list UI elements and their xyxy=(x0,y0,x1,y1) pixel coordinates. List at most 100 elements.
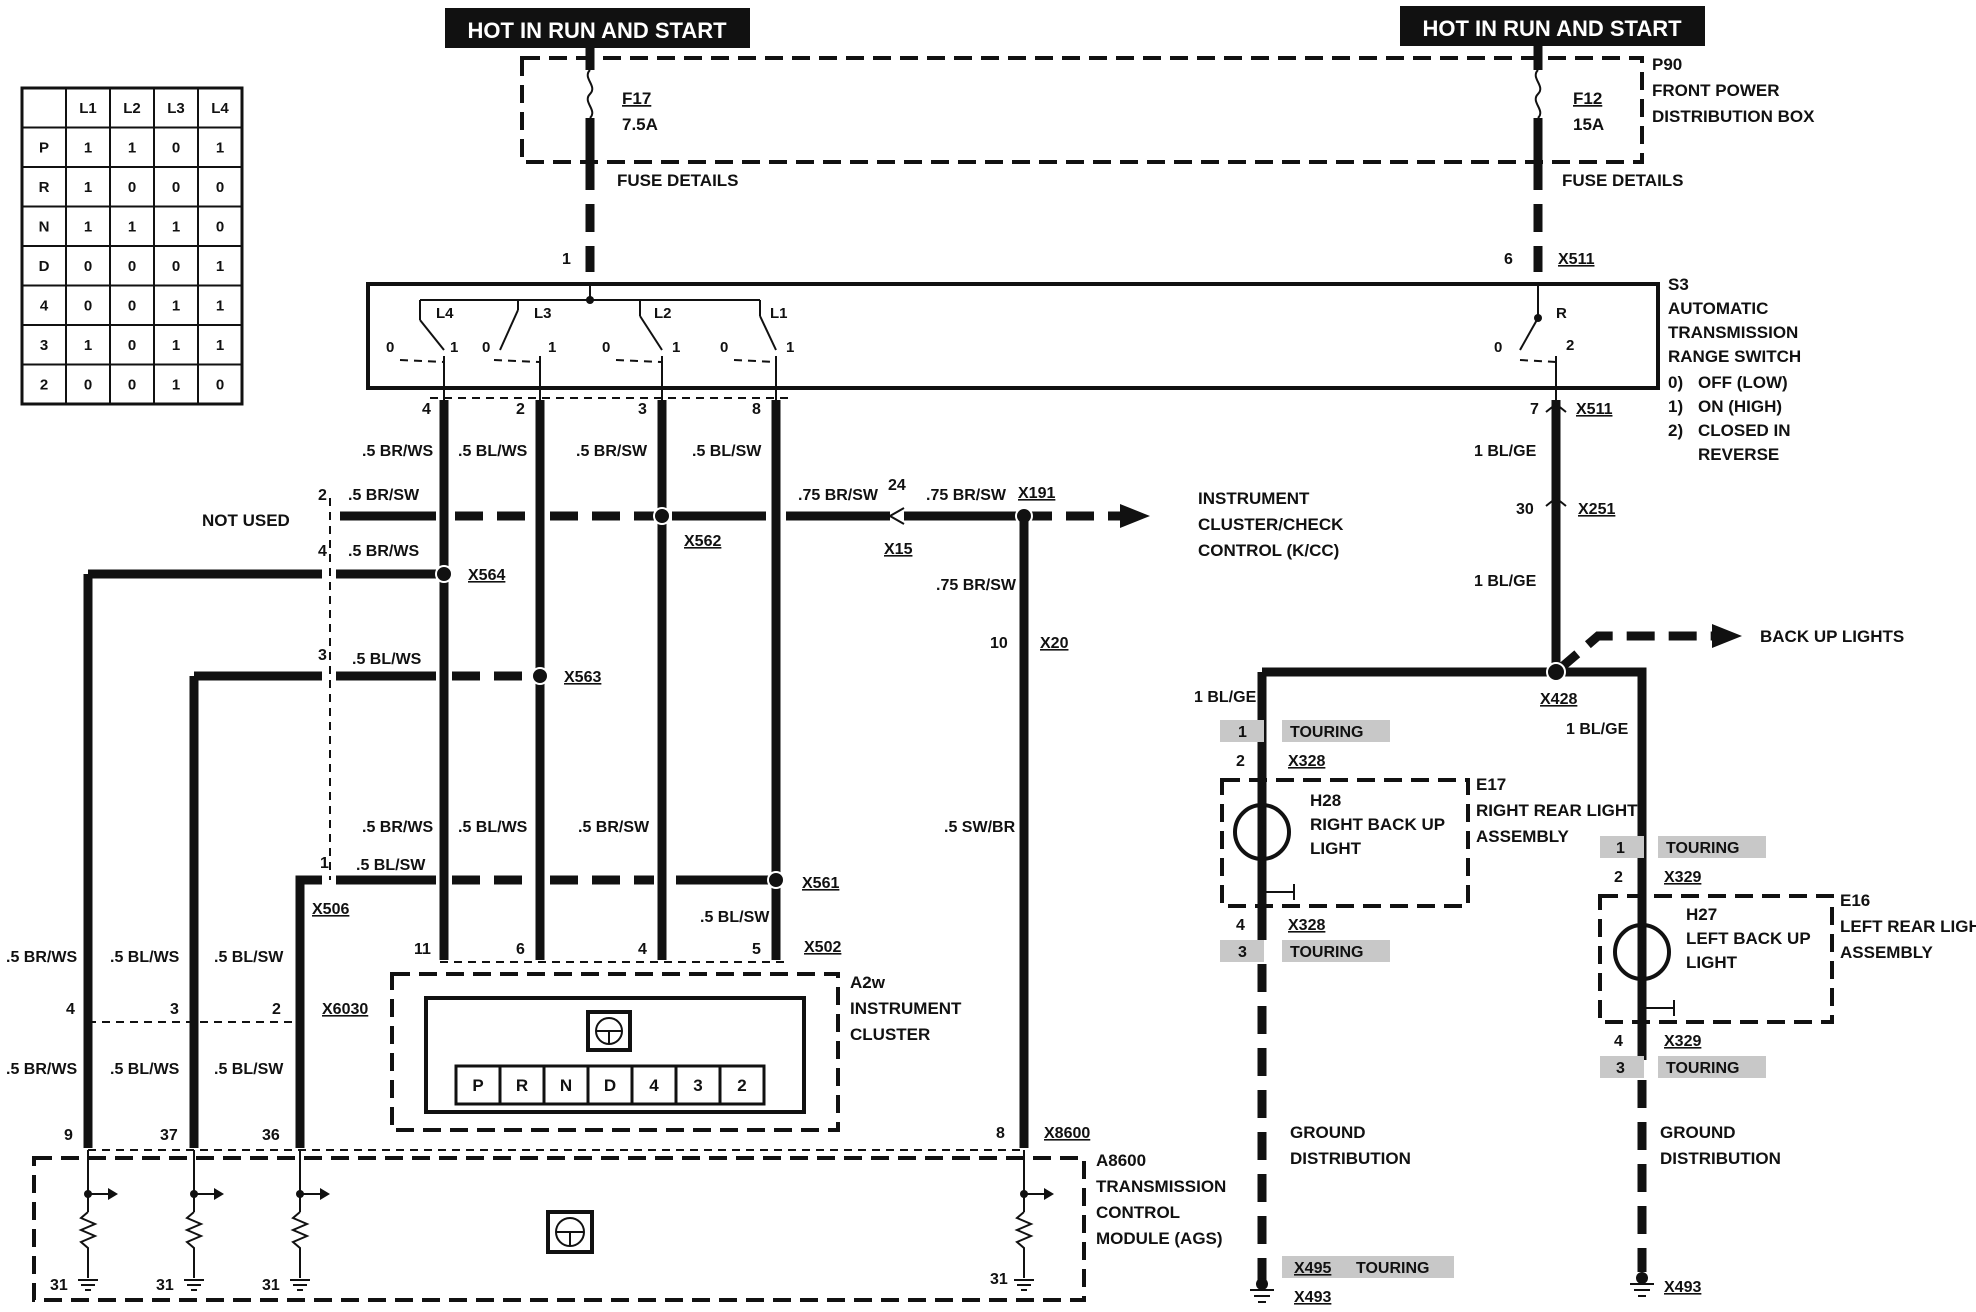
switch-contact-l1: L1 0 1 xyxy=(720,300,794,400)
switch-contact-l3: L3 0 1 xyxy=(482,300,556,400)
gear-cell xyxy=(718,1064,766,1106)
fuse-box-name-2: DISTRIBUTION BOX xyxy=(1652,107,1815,126)
pin-a2w-6: 6 xyxy=(516,941,525,958)
right-light-id: E17 xyxy=(1476,775,1506,794)
truth-table-value: 0 xyxy=(216,218,224,235)
connector-x8600: X8600 xyxy=(1044,1125,1090,1142)
pin-x329-2: 2 xyxy=(1614,869,1623,886)
label-br-sw-3: .5 BR/SW xyxy=(578,819,650,836)
fuse-details-right: FUSE DETAILS xyxy=(1562,171,1684,190)
switch-contact-l4: L4 0 1 xyxy=(386,300,458,400)
switch-state-legend: 0)OFF (LOW) 1)ON (HIGH) 2)CLOSED IN REVE… xyxy=(1668,373,1791,464)
right-backup-lamp xyxy=(1233,803,1291,861)
splice-x562 xyxy=(653,507,671,525)
gear-label: 2 xyxy=(737,1076,746,1095)
tcm-name-1: TRANSMISSION xyxy=(1096,1177,1226,1196)
connector-x329-bottom: X329 xyxy=(1664,1033,1701,1050)
arrow-cluster-check xyxy=(1120,504,1150,528)
pin-tcm-8: 8 xyxy=(996,1125,1005,1142)
truth-table-value: 0 xyxy=(216,376,224,393)
instrument-cluster-box xyxy=(390,972,840,1132)
connector-x15-symbol xyxy=(887,507,905,525)
switch-bus-node xyxy=(586,296,594,304)
touring-shade-r2 xyxy=(1282,940,1390,962)
gear-cell xyxy=(498,1064,546,1106)
connector-x191: X191 xyxy=(1018,485,1055,502)
label-br-sw-1: .5 BR/SW xyxy=(576,443,648,460)
truth-table-header: L3 xyxy=(167,100,185,117)
pin-x20-10: 10 xyxy=(990,635,1008,652)
pin-x506-1: 1 xyxy=(320,855,329,872)
gear-cell xyxy=(454,1064,502,1106)
truth-table-value: 1 xyxy=(84,139,92,156)
ground-symbol-right xyxy=(1250,1289,1274,1303)
pin-x6030-2: 2 xyxy=(272,1001,281,1018)
switch-contact-r: R 0 2 xyxy=(1494,284,1574,400)
truth-table-value: 2 xyxy=(40,376,48,393)
truth-table-header: L4 xyxy=(211,100,229,117)
tcm-box xyxy=(32,1156,1086,1302)
right-rear-light-box xyxy=(1220,778,1470,908)
left-lamp-ground xyxy=(1642,1000,1675,1016)
truth-table-cell xyxy=(197,363,243,405)
connector-x328-bottom: X328 xyxy=(1288,917,1325,934)
pin-ground-31-a: 31 xyxy=(50,1277,68,1294)
label-bl-sw-2: .5 BL/SW xyxy=(356,857,426,874)
label-bl-ws-4: .5 BL/WS xyxy=(110,949,180,966)
truth-table-value: 1 xyxy=(216,258,224,275)
cluster-check-1: INSTRUMENT xyxy=(1198,489,1310,508)
instrument-cluster-inner xyxy=(424,996,806,1114)
label-br-sw-notused: .5 BR/SW xyxy=(348,487,420,504)
fuse-details-left: FUSE DETAILS xyxy=(617,171,739,190)
truth-table-value: 1 xyxy=(84,179,92,196)
gear-label: P xyxy=(472,1076,483,1095)
touring-shade-r1-pin xyxy=(1220,720,1264,742)
svg-text:L2: L2 xyxy=(654,305,672,322)
touring-shade-r1 xyxy=(1282,720,1390,742)
splice-x561 xyxy=(767,871,785,889)
connector-x495: X495 xyxy=(1294,1260,1331,1277)
left-rear-light-box xyxy=(1598,894,1834,1024)
label-br-ws-5: .5 BR/WS xyxy=(6,1061,77,1078)
pin-x6030-3: 3 xyxy=(170,1001,179,1018)
label-sw-br: .5 SW/BR xyxy=(944,819,1016,836)
pin-a2w-11: 11 xyxy=(414,941,431,958)
pin-tcm-9: 9 xyxy=(64,1127,73,1144)
right-lamp-id: H28 xyxy=(1310,791,1341,810)
pin-sw-4: 4 xyxy=(422,401,431,418)
label-bl-ge-4: 1 BL/GE xyxy=(1566,721,1629,738)
left-light-id: E16 xyxy=(1840,891,1870,910)
touring-label-l2: TOURING xyxy=(1666,1060,1739,1077)
truth-table-value: 4 xyxy=(40,297,49,314)
pin-x328-2: 2 xyxy=(1236,753,1245,770)
connector-x329-top: X329 xyxy=(1664,869,1701,886)
connector-x20: X20 xyxy=(1040,635,1069,652)
pin-x506-4: 4 xyxy=(318,543,327,560)
gear-label: R xyxy=(516,1076,528,1095)
truth-table-value: 1 xyxy=(172,218,180,235)
cluster-ecu-icon xyxy=(586,1010,632,1052)
truth-table-value: 0 xyxy=(128,297,136,314)
cluster-name-2: CLUSTER xyxy=(850,1025,930,1044)
svg-text:CLOSED IN: CLOSED IN xyxy=(1698,421,1791,440)
truth-table-value: 1 xyxy=(128,218,136,235)
touring-label-l1: TOURING xyxy=(1666,840,1739,857)
connector-x251: X251 xyxy=(1578,501,1615,518)
gear-label: 3 xyxy=(693,1076,702,1095)
connector-x328-top: X328 xyxy=(1288,753,1325,770)
pin-switch-1: 1 xyxy=(562,251,571,268)
pin-x15-24: 24 xyxy=(888,477,906,494)
left-backup-lamp xyxy=(1613,923,1671,981)
pin-sw-3: 3 xyxy=(638,401,647,418)
pin-a2w-5: 5 xyxy=(752,941,761,958)
touring-shade-r2-pin xyxy=(1220,940,1264,962)
connector-x493-right: X493 xyxy=(1294,1289,1331,1306)
left-lamp-filament xyxy=(1639,929,1645,975)
pin-touring-r1: 1 xyxy=(1238,724,1247,741)
right-lamp-name-2: LIGHT xyxy=(1310,839,1362,858)
truth-table-header: L2 xyxy=(123,100,141,117)
label-br-sw-75-b: .75 BR/SW xyxy=(926,487,1007,504)
connector-x511-top: X511 xyxy=(1558,251,1595,268)
connector-x564: X564 xyxy=(468,567,505,584)
